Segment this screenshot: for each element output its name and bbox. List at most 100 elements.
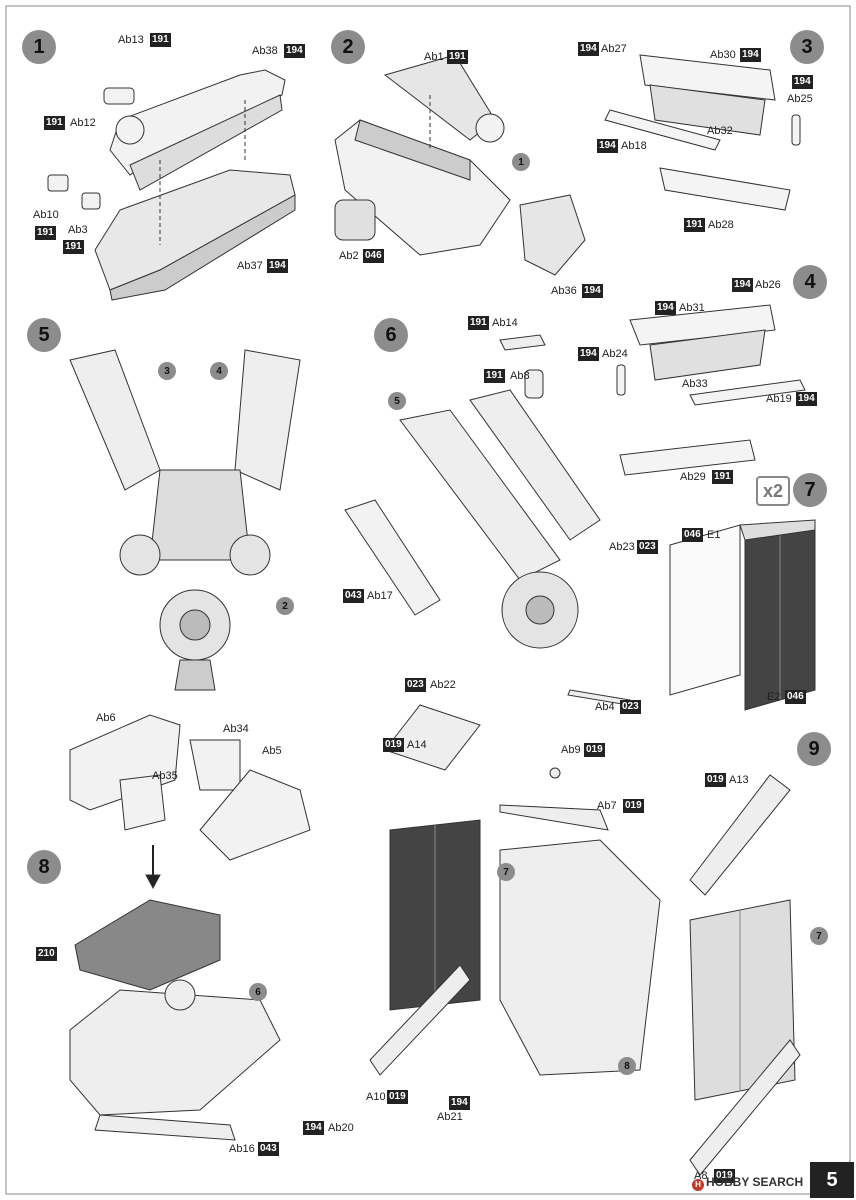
part-label-ab30: Ab30 — [710, 49, 736, 61]
paint-code-a8: 019 — [714, 1169, 735, 1183]
a13-part — [689, 774, 791, 896]
bank-left — [399, 409, 561, 581]
paint-code-a10: 019 — [387, 1090, 408, 1104]
paint-code-frame: 210 — [36, 947, 57, 961]
ab36-part — [519, 194, 586, 276]
paint-code-e2: 046 — [785, 690, 806, 704]
watermark-text: HOBBY SEARCH — [706, 1175, 804, 1189]
part-label-ab17: Ab17 — [367, 590, 393, 602]
callout-step2: 2 — [276, 597, 294, 615]
a10-part — [369, 964, 471, 1076]
frame-part-210 — [74, 899, 221, 991]
paint-code-ab8: 191 — [484, 369, 505, 383]
step-1-number: 1 — [22, 30, 56, 64]
paint-code-ab12: 191 — [44, 116, 65, 130]
part-label-ab34: Ab34 — [223, 723, 249, 735]
ab33-part — [649, 329, 766, 381]
part-label-ab23: Ab23 — [609, 541, 635, 553]
paint-code-ab14: 191 — [468, 316, 489, 330]
step-6-number: 6 — [374, 318, 408, 352]
step3-drawing — [604, 54, 801, 211]
step2-drawing — [334, 54, 586, 276]
paint-code-ab20: 194 — [303, 1121, 324, 1135]
paint-code-ab9: 019 — [584, 743, 605, 757]
paint-code-ab19: 194 — [796, 392, 817, 406]
part-label-ab19: Ab19 — [766, 393, 792, 405]
part-label-ab35: Ab35 — [152, 770, 178, 782]
paint-code-ab31: 194 — [655, 301, 676, 315]
part-label-ab26: Ab26 — [755, 279, 781, 291]
ab30-part — [639, 54, 776, 101]
part-label-a14: A14 — [407, 739, 427, 751]
paint-code-ab3: 191 — [63, 240, 84, 254]
part-label-ab12: Ab12 — [70, 117, 96, 129]
part-label-ab20: Ab20 — [328, 1122, 354, 1134]
ab31-part — [629, 304, 776, 346]
part-label-a10: A10 — [366, 1091, 386, 1103]
part-label-a13: A13 — [729, 774, 749, 786]
step-9-number: 9 — [797, 732, 831, 766]
part-label-ab38: Ab38 — [252, 45, 278, 57]
part-label-ab29: Ab29 — [680, 471, 706, 483]
callout-step8: 8 — [618, 1057, 636, 1075]
step-2-number: 2 — [331, 30, 365, 64]
paint-code-ab25: 194 — [792, 75, 813, 89]
callout-step7-right: 7 — [810, 927, 828, 945]
a8-part — [689, 1039, 801, 1176]
page-number: 5 — [810, 1162, 854, 1198]
radiator-right — [689, 899, 796, 1101]
callout-step1: 1 — [512, 153, 530, 171]
page-border — [5, 5, 851, 1195]
part-label-ab28: Ab28 — [708, 219, 734, 231]
ab18-part — [604, 109, 721, 151]
bank-right — [469, 389, 601, 541]
part-label-ab33: Ab33 — [682, 378, 708, 390]
step8-drawing — [69, 899, 281, 1141]
step9-drawing — [369, 704, 801, 1176]
engine-block-8 — [69, 989, 281, 1116]
callout-step7-left: 7 — [497, 863, 515, 881]
part-label-ab32: Ab32 — [707, 125, 733, 137]
part-label-ab24: Ab24 — [602, 348, 628, 360]
step7-drawing — [669, 519, 816, 711]
callout-step5: 5 — [388, 392, 406, 410]
part-label-ab16: Ab16 — [229, 1143, 255, 1155]
paint-code-ab4: 023 — [620, 700, 641, 714]
step-3-number: 3 — [790, 30, 824, 64]
step-4-number: 4 — [793, 265, 827, 299]
paint-code-ab38: 194 — [284, 44, 305, 58]
paint-code-ab30: 194 — [740, 48, 761, 62]
ab2-part — [334, 199, 376, 241]
ab5-part — [199, 769, 311, 861]
paint-code-ab13: 191 — [150, 33, 171, 47]
paint-code-ab17: 043 — [343, 589, 364, 603]
callout-step4: 4 — [210, 362, 228, 380]
paint-code-ab1: 191 — [447, 50, 468, 64]
part-label-ab21: Ab21 — [437, 1111, 463, 1123]
callout-step6: 6 — [249, 983, 267, 1001]
paint-code-ab22: 023 — [405, 678, 426, 692]
paint-code-ab18: 194 — [597, 139, 618, 153]
part-label-ab3: Ab3 — [68, 224, 88, 236]
step-8-number: 8 — [27, 850, 61, 884]
part-label-e2: E2 — [767, 691, 781, 703]
quantity-multiplier-text: x2 — [762, 480, 784, 501]
part-label-ab25: Ab25 — [787, 93, 813, 105]
quantity-multiplier: x2 — [756, 476, 790, 506]
a14-part — [384, 704, 481, 771]
ab35-part — [119, 774, 166, 831]
paint-code-ab28: 191 — [684, 218, 705, 232]
paint-code-ab7: 019 — [623, 799, 644, 813]
part-label-ab36: Ab36 — [551, 285, 577, 297]
part-label-e1: E1 — [707, 529, 721, 541]
part-label-ab37: Ab37 — [237, 260, 263, 272]
paint-code-a13: 019 — [705, 773, 726, 787]
ab3-part — [81, 192, 101, 210]
paint-code-ab24: 194 — [578, 347, 599, 361]
ab10-part — [47, 174, 69, 192]
part-label-ab7: Ab7 — [597, 800, 617, 812]
step-5-number: 5 — [27, 318, 61, 352]
ab34-part — [189, 739, 241, 791]
step1-drawing — [47, 69, 296, 301]
